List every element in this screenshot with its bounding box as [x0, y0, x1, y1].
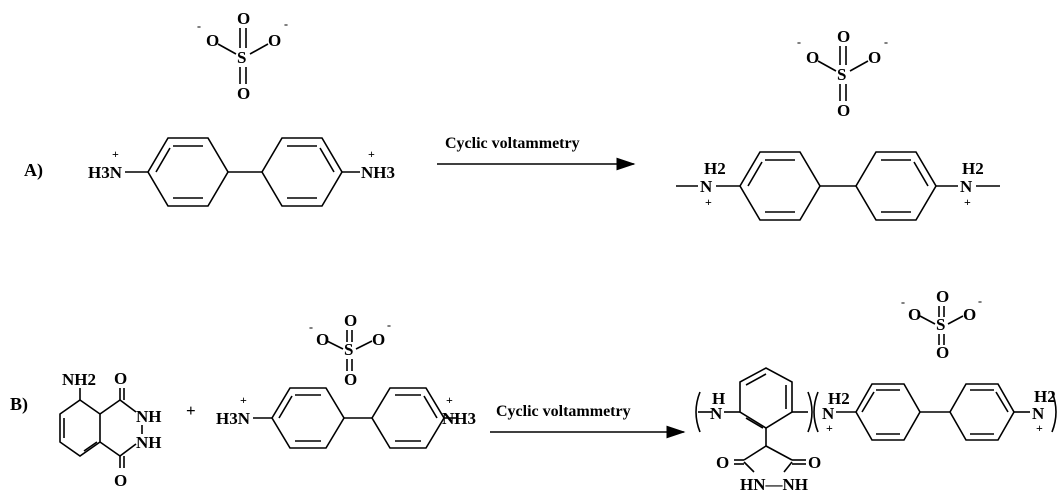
sulfate-charge-left: -	[309, 320, 313, 334]
sulfate-o-right: O	[963, 305, 976, 324]
sulfate-o-right: O	[268, 31, 281, 50]
n-right: N	[960, 177, 973, 196]
copolymer-product: H N O O HN—NH H2 N + H2	[695, 367, 1057, 494]
h2-left: H2	[828, 389, 850, 408]
sulfate-charge-right: -	[284, 17, 288, 31]
n-mid: N	[822, 404, 835, 423]
sulfate-b-reactant: O S O O O - -	[309, 311, 391, 389]
luminol-o-top: O	[114, 369, 127, 388]
sulfate-charge-left: -	[197, 19, 201, 33]
n-mid-charge: +	[826, 421, 833, 435]
copolymer-hn-nh: HN—NH	[740, 475, 808, 494]
polybenzidine-product: H2 N + H2 N +	[676, 151, 1000, 221]
sulfate-s: S	[837, 65, 846, 84]
copolymer-o-left: O	[716, 453, 729, 472]
sulfate-o-bottom: O	[936, 343, 949, 362]
bracket-1-close	[807, 391, 813, 433]
n-right: N	[1032, 404, 1045, 423]
h2-left: H2	[704, 159, 726, 178]
n-left: N	[700, 177, 713, 196]
bracket-2-open	[813, 391, 819, 433]
sulfate-charge-right: -	[387, 318, 391, 332]
sulfate-charge-right: -	[884, 35, 888, 49]
sulfate-o-bottom: O	[837, 101, 850, 120]
h-left: H	[712, 389, 725, 408]
luminol-nh2: NH2	[62, 370, 96, 389]
nh3-charge: +	[368, 147, 375, 161]
n-left: N	[710, 404, 723, 423]
h2-right: H2	[1034, 387, 1056, 406]
bracket-2-close	[1051, 391, 1057, 433]
sulfate-o-top: O	[344, 311, 357, 330]
h3n-group: H3N	[88, 163, 123, 182]
sulfate-s: S	[237, 48, 246, 67]
sulfate-o-left: O	[806, 48, 819, 67]
arrow-b-label: Cyclic voltammetry	[496, 403, 631, 420]
sulfate-charge-left: -	[901, 295, 905, 309]
benzidine-b-reactant: H3N + NH3 +	[216, 387, 476, 449]
h2-right: H2	[962, 159, 984, 178]
part-b-label: B)	[10, 394, 28, 415]
luminol-molecule: NH2 O O NH NH	[59, 369, 162, 490]
sulfate-o-top: O	[237, 9, 250, 28]
nh3-group: NH3	[361, 163, 395, 182]
h3n-charge: +	[112, 147, 119, 161]
sulfate-charge-left: -	[797, 35, 801, 49]
plus-sign: +	[186, 401, 196, 420]
n-left-charge: +	[705, 195, 712, 209]
benzidine-a-reactant: H3N + NH3 +	[88, 137, 395, 207]
sulfate-charge-right: -	[978, 294, 982, 308]
sulfate-o-right: O	[868, 48, 881, 67]
bracket-1-open	[695, 391, 701, 433]
sulfate-o-left: O	[316, 330, 329, 349]
sulfate-o-top: O	[837, 27, 850, 46]
sulfate-o-left: O	[908, 305, 921, 324]
arrow-a-label: Cyclic voltammetry	[445, 135, 580, 152]
h3n-charge: +	[240, 393, 247, 407]
sulfate-o-right: O	[372, 330, 385, 349]
n-right-charge: +	[964, 195, 971, 209]
sulfate-s: S	[936, 315, 945, 334]
sulfate-s: S	[344, 340, 353, 359]
nh3-group: NH3	[442, 409, 476, 428]
sulfate-b-product: O S O O O - -	[901, 287, 982, 362]
part-a-label: A)	[24, 160, 43, 181]
sulfate-o-bottom: O	[344, 370, 357, 389]
sulfate-a-reactant: O S O O O - -	[197, 9, 288, 103]
sulfate-o-top: O	[936, 287, 949, 306]
nh3-charge: +	[446, 393, 453, 407]
copolymer-o-right: O	[808, 453, 821, 472]
h3n-group: H3N	[216, 409, 251, 428]
n-right-charge: +	[1036, 421, 1043, 435]
luminol-nh-top: NH	[136, 407, 162, 426]
sulfate-o-bottom: O	[237, 84, 250, 103]
sulfate-a-product: O S O O O - -	[797, 27, 888, 120]
sulfate-o-left: O	[206, 31, 219, 50]
luminol-nh-bottom: NH	[136, 433, 162, 452]
luminol-o-bottom: O	[114, 471, 127, 490]
